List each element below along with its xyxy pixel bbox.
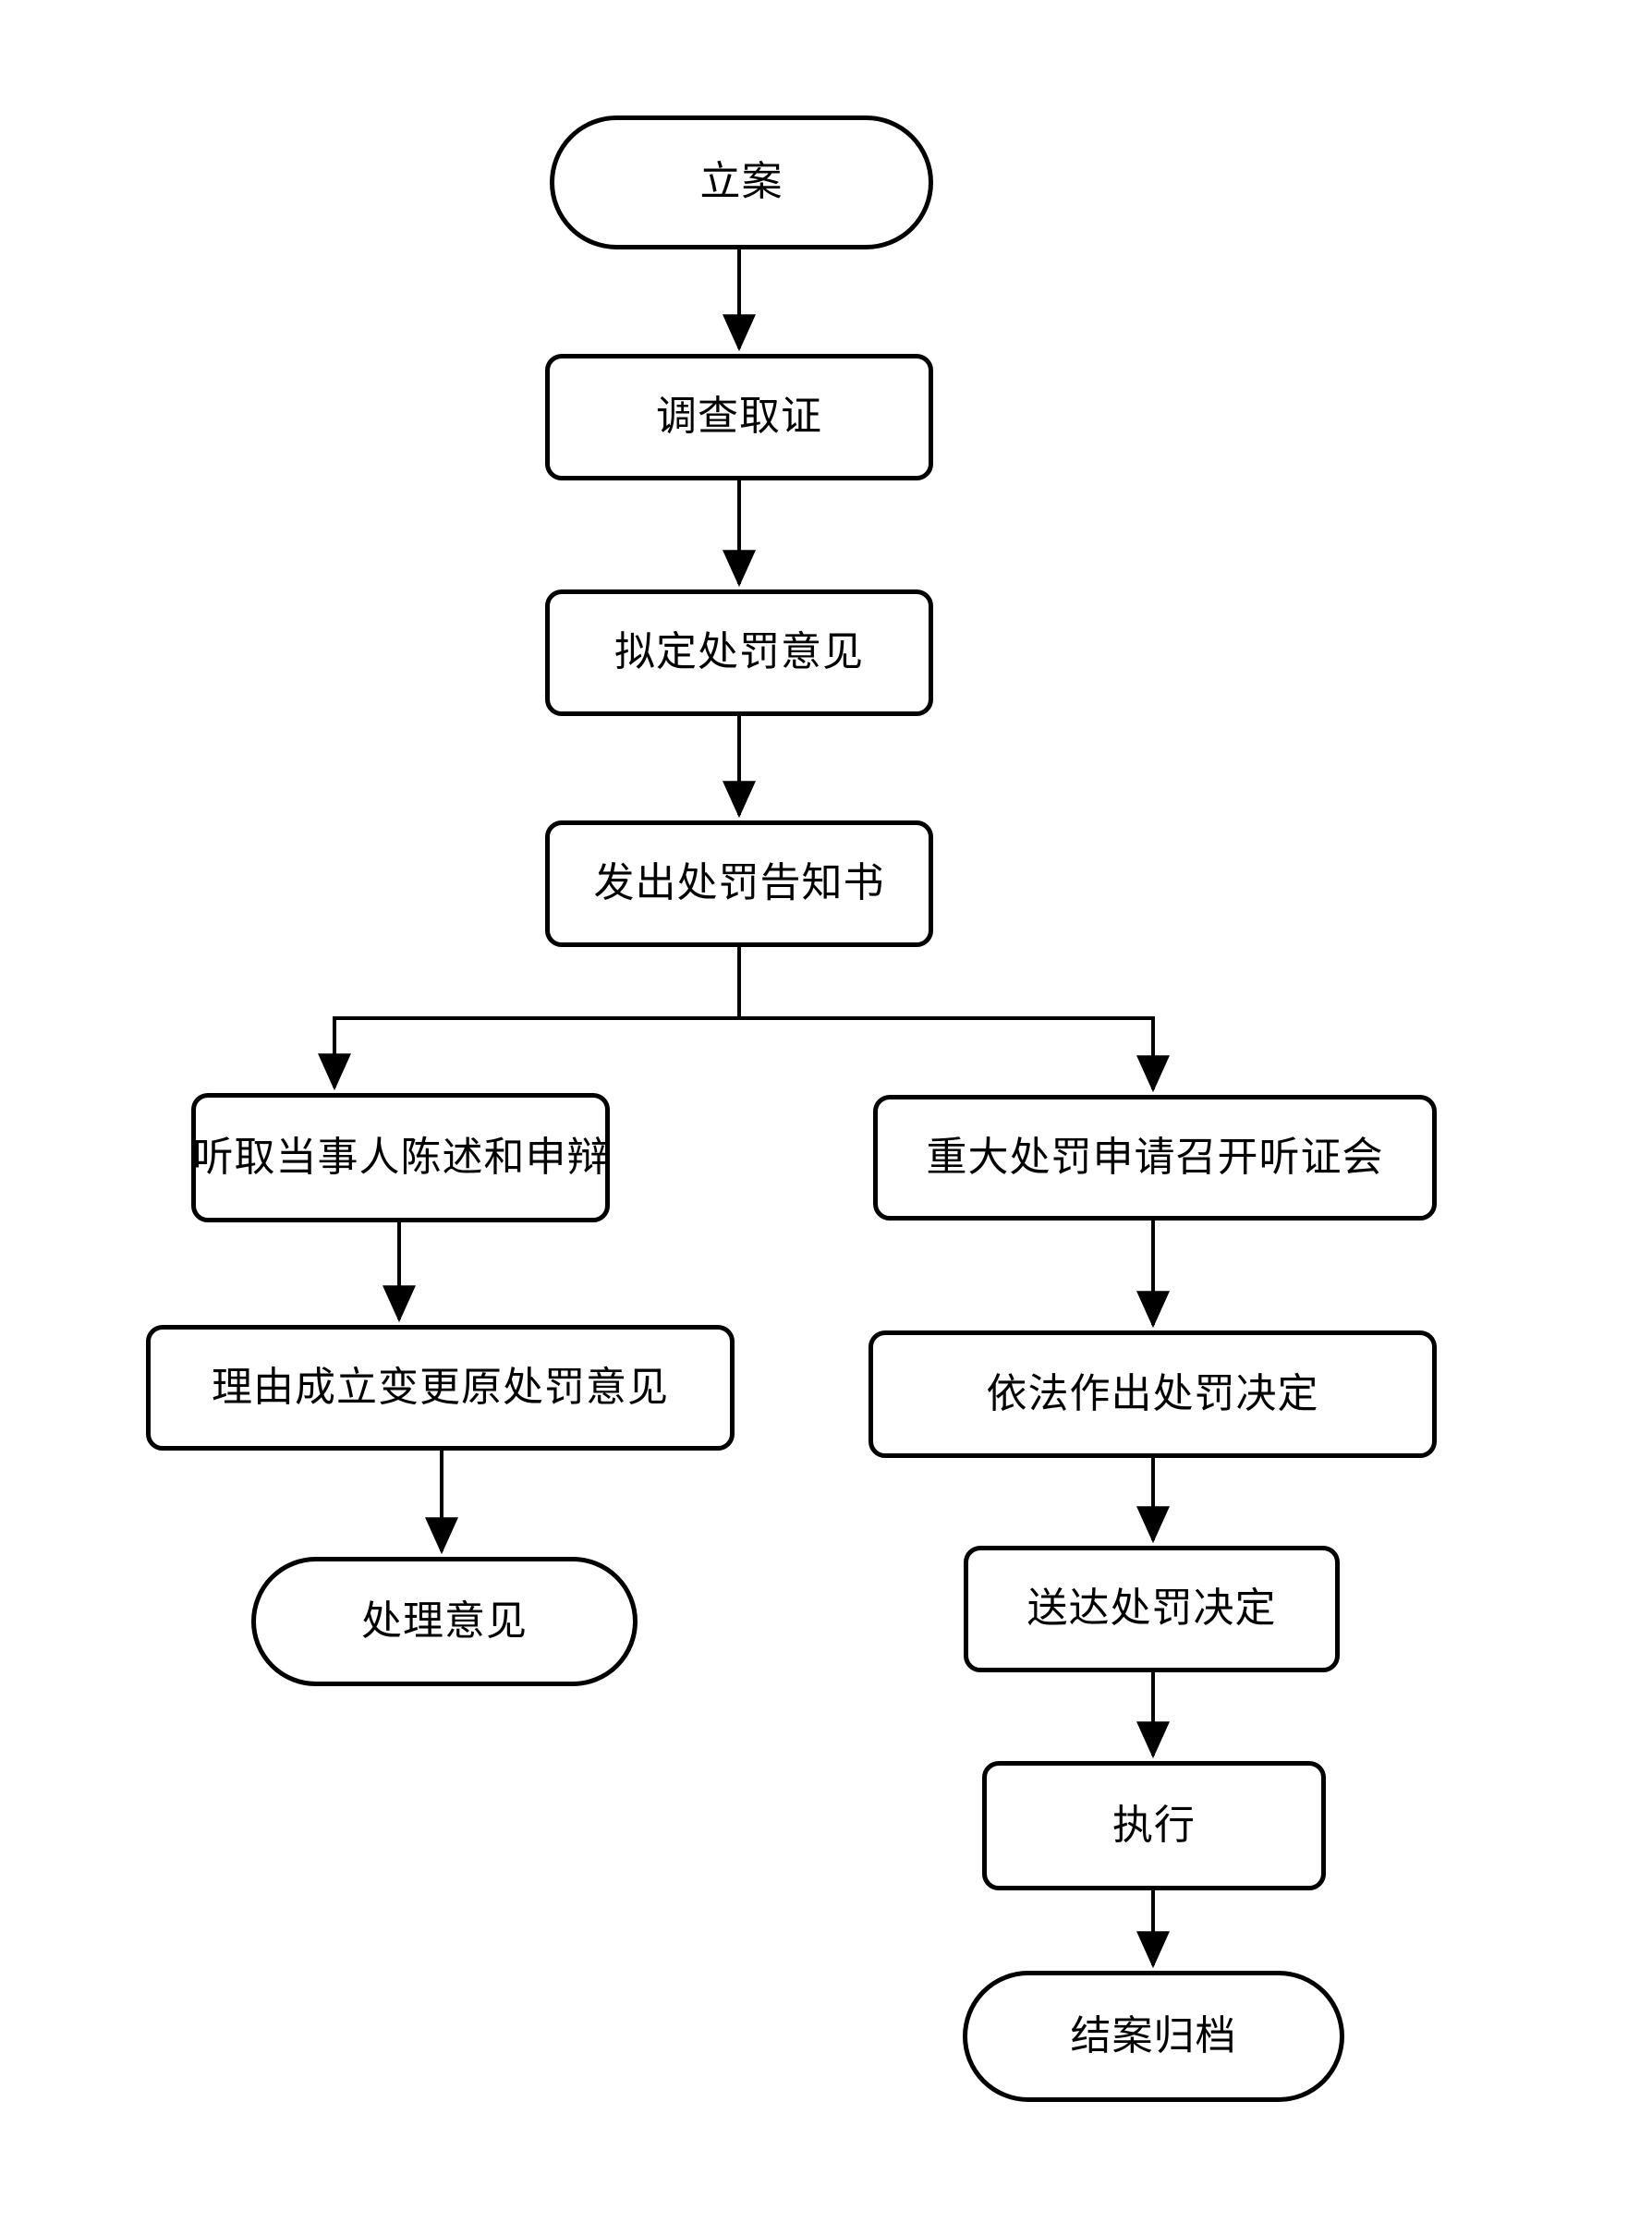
node-ni-ding-chu-fa-yi-jian[interactable]: 拟定处罚意见 <box>545 589 933 716</box>
node-label: 执行 <box>1112 1802 1196 1848</box>
node-label: 拟定处罚意见 <box>614 629 864 675</box>
node-song-da-chu-fa-jue-ding[interactable]: 送达处罚决定 <box>964 1546 1340 1672</box>
node-li-you-cheng-li-bian-geng-yuan-chu-fa-yi-jian[interactable]: 理由成立变更原处罚意见 <box>146 1325 735 1451</box>
node-zhong-da-chu-fa-shen-qing-zhao-kai-ting-zheng-hui[interactable]: 重大处罚申请召开听证会 <box>873 1095 1437 1221</box>
node-label: 调查取证 <box>656 394 822 440</box>
node-li-an[interactable]: 立案 <box>550 115 933 249</box>
node-label: 送达处罚决定 <box>1026 1585 1277 1632</box>
node-fa-chu-chu-fa-gao-zhi-shu[interactable]: 发出处罚告知书 <box>545 820 933 947</box>
node-label: 立案 <box>699 159 783 205</box>
node-ting-qu-dang-shi-ren-chen-shu-he-shen-bian[interactable]: 听取当事人陈述和申辩 <box>191 1093 610 1222</box>
node-label: 依法作出处罚决定 <box>986 1370 1319 1416</box>
node-yi-fa-zuo-chu-chu-fa-jue-ding[interactable]: 依法作出处罚决定 <box>869 1330 1437 1458</box>
node-zhi-xing[interactable]: 执行 <box>982 1761 1326 1890</box>
node-chu-li-yi-jian[interactable]: 处理意见 <box>251 1557 638 1686</box>
node-jie-an-gui-dang[interactable]: 结案归档 <box>963 1971 1344 2102</box>
node-label: 重大处罚申请召开听证会 <box>926 1134 1384 1180</box>
node-diao-cha-qu-zheng[interactable]: 调查取证 <box>545 354 933 480</box>
node-label: 结案归档 <box>1070 2012 1237 2059</box>
node-label: 发出处罚告知书 <box>593 860 885 906</box>
node-label: 理由成立变更原处罚意见 <box>212 1364 669 1410</box>
node-label: 听取当事人陈述和申辩 <box>192 1134 609 1180</box>
node-label: 处理意见 <box>361 1597 528 1644</box>
